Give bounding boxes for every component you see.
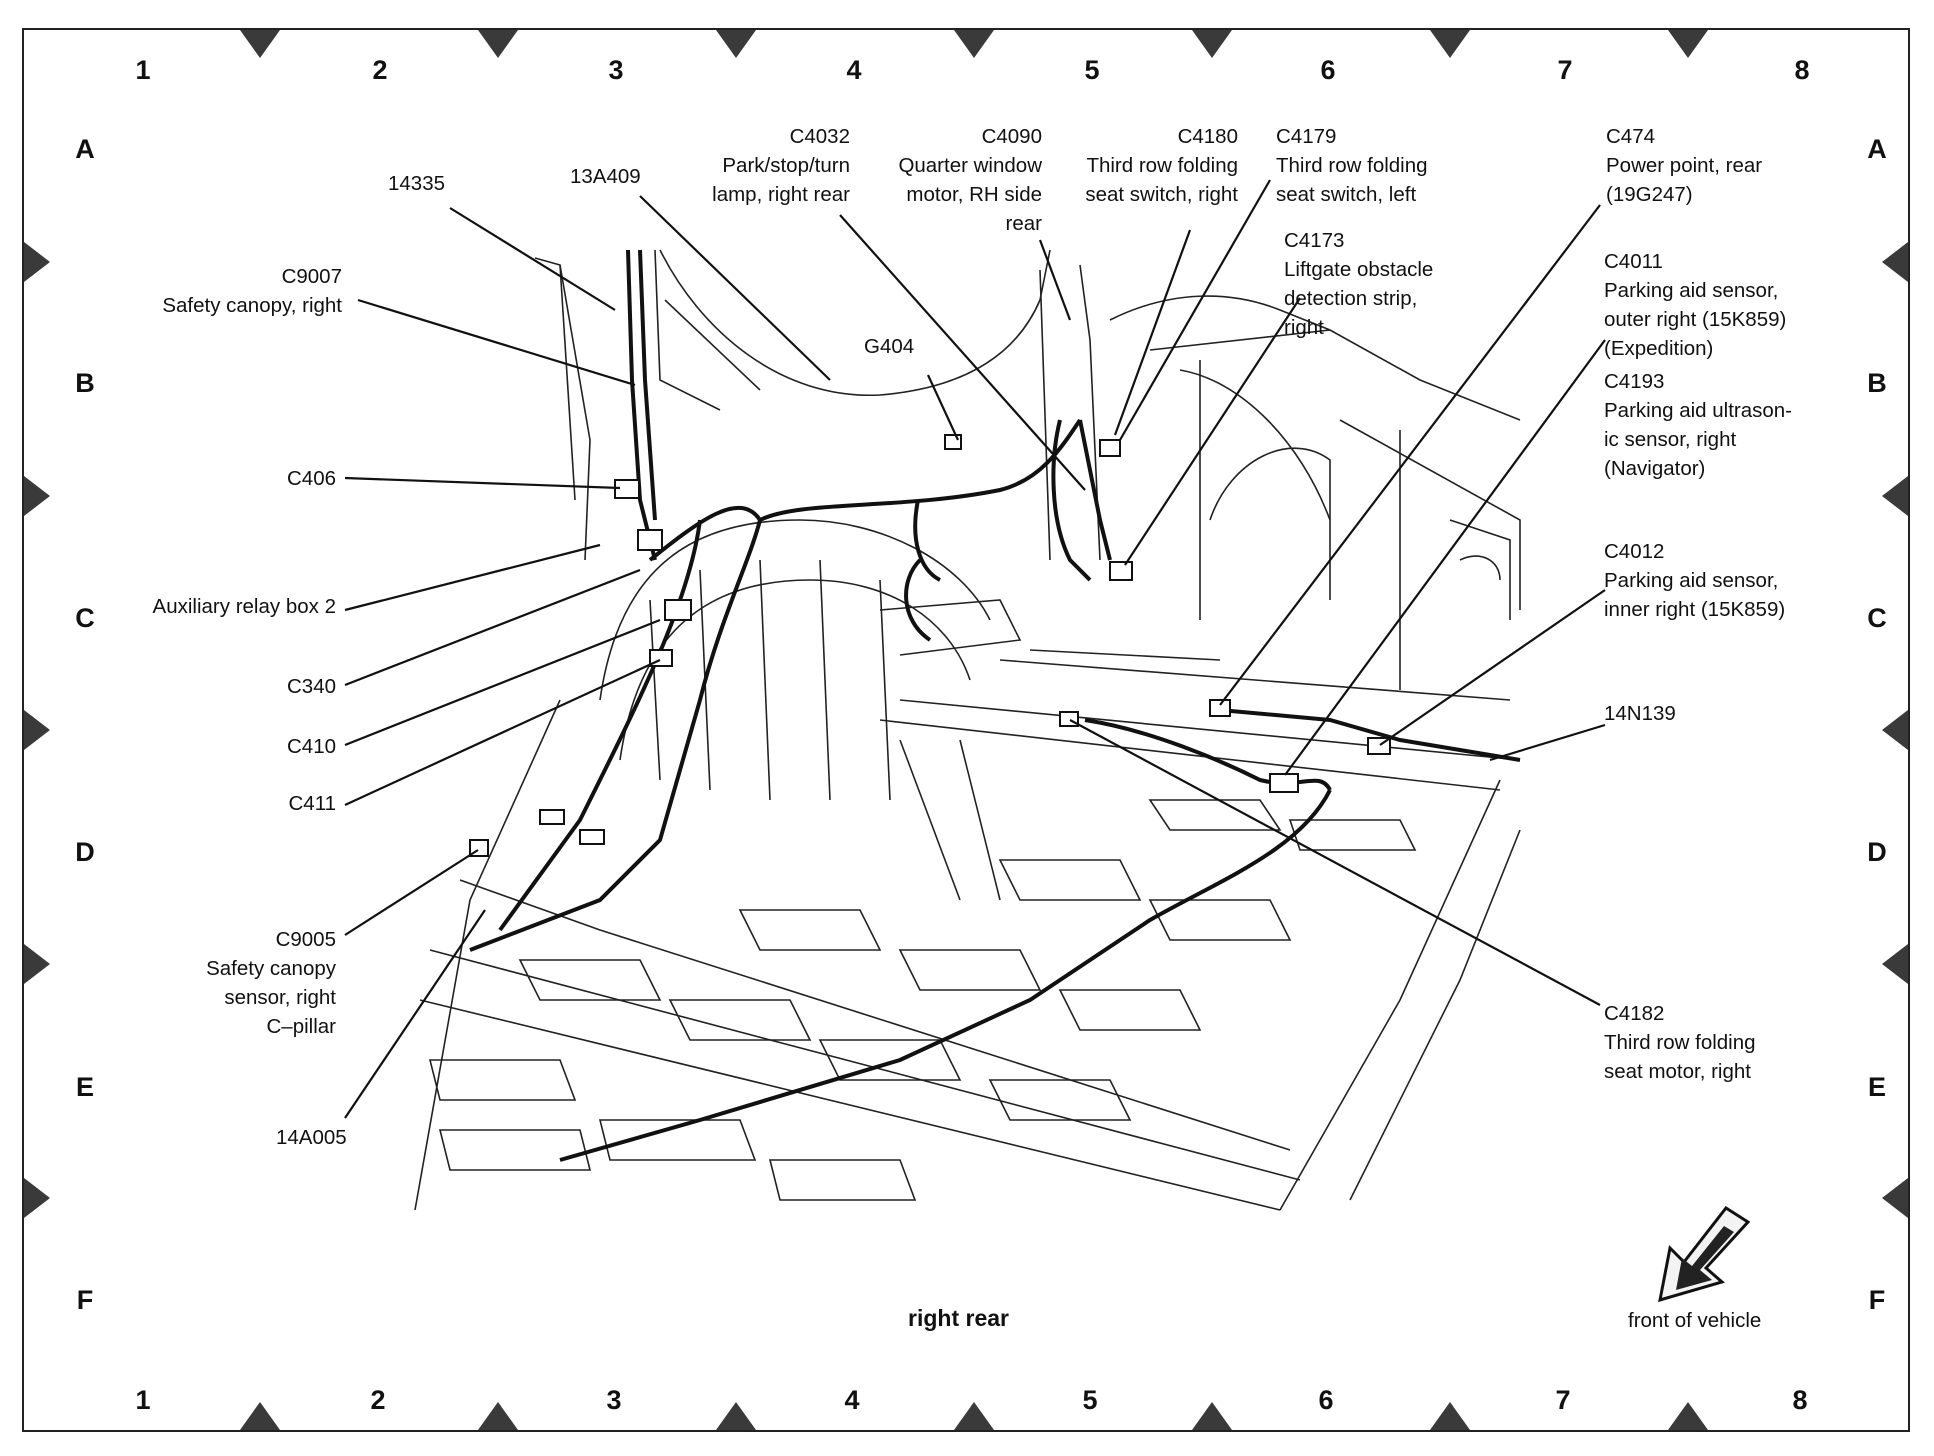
body-structure: [414, 249, 1521, 1211]
ground-g404: [944, 434, 962, 450]
grid-col-5-bottom: 5: [1082, 1385, 1098, 1415]
connector-pair-left: [539, 809, 565, 825]
label-c4090: C4090 Quarter window motor, RH side rear: [898, 125, 1042, 235]
label-auxiliary-relay-box-2: Auxiliary relay box 2: [152, 595, 336, 618]
leader-lines: [344, 179, 1606, 1119]
label-14a005: 14A005: [276, 1126, 347, 1149]
label-c411: C411: [288, 792, 337, 815]
label-13a409: 13A409: [570, 165, 641, 188]
grid-row-b-right: B: [1867, 368, 1887, 398]
grid-col-7: 7: [1557, 55, 1573, 85]
grid-col-4: 4: [846, 55, 862, 85]
connector-c4180: [1099, 439, 1121, 457]
grid-row-e-right: E: [1867, 1072, 1886, 1102]
grid-col-8-bottom: 8: [1792, 1385, 1808, 1415]
grid-col-5: 5: [1084, 55, 1100, 85]
label-c410: C410: [286, 735, 336, 758]
label-c406: C406: [286, 467, 336, 490]
label-c4193: C4193 Parking aid ultrason- ic sensor, r…: [1604, 370, 1793, 480]
label-c4032: C4032 Park/stop/turn lamp, right rear: [712, 125, 850, 206]
grid-col-6-bottom: 6: [1318, 1385, 1334, 1415]
diagram-caption: right rear: [908, 1305, 1009, 1331]
grid-row-d: D: [75, 837, 95, 867]
diagram-frame: [22, 28, 1910, 1432]
grid-col-3-bottom: 3: [606, 1385, 622, 1415]
grid-row-c: C: [75, 603, 95, 633]
connector-c410: [664, 599, 692, 621]
label-c9007: C9007 Safety canopy, right: [162, 265, 342, 317]
label-c4012: C4012 Parking aid sensor, inner right (1…: [1604, 540, 1786, 621]
connector-c4173: [1109, 561, 1133, 581]
grid-col-2-bottom: 2: [370, 1385, 386, 1415]
label-c9005: C9005 Safety canopy sensor, right C–pill…: [206, 928, 336, 1038]
grid-row-c-right: C: [1867, 603, 1887, 633]
grid-row-a-right: A: [1867, 134, 1887, 164]
grid-col-3: 3: [608, 55, 624, 85]
grid-row-f-right: F: [1868, 1285, 1886, 1315]
label-14n139: 14N139: [1604, 702, 1676, 725]
label-c4182: C4182 Third row folding seat motor, righ…: [1604, 1002, 1756, 1083]
grid-row-e: E: [75, 1072, 94, 1102]
grid-col-1: 1: [135, 55, 151, 85]
grid-row-b: B: [75, 368, 95, 398]
label-c4173: C4173 Liftgate obstacle detection strip,…: [1284, 229, 1434, 339]
grid-col-8: 8: [1794, 55, 1810, 85]
connector-c406: [614, 479, 640, 499]
connector-c4011: [1269, 773, 1299, 793]
connector-pair-right: [579, 829, 605, 845]
label-c4011: C4011 Parking aid sensor, outer right (1…: [1604, 250, 1787, 360]
wiring-harness: [469, 249, 1521, 1162]
grid-col-2: 2: [372, 55, 388, 85]
front-of-vehicle-label: front of vehicle: [1628, 1309, 1762, 1332]
grid-col-1-bottom: 1: [135, 1385, 151, 1415]
label-c340: C340: [286, 675, 336, 698]
grid-row-f: F: [76, 1285, 94, 1315]
border-markers: [24, 30, 1908, 1430]
grid-col-7-bottom: 7: [1555, 1385, 1571, 1415]
label-c4179: C4179 Third row folding seat switch, lef…: [1276, 125, 1428, 206]
connector-c340: [637, 529, 663, 551]
connector-blocks: [469, 434, 1391, 857]
front-arrow-icon: [1658, 1206, 1751, 1303]
connector-c474: [1209, 699, 1231, 717]
label-14335: 14335: [388, 172, 446, 195]
label-g404: G404: [864, 335, 915, 358]
label-c474: C474 Power point, rear (19G247): [1606, 125, 1763, 206]
label-c4180: C4180 Third row folding seat switch, rig…: [1085, 125, 1238, 206]
grid-col-4-bottom: 4: [844, 1385, 860, 1415]
grid-row-d-right: D: [1867, 837, 1887, 867]
grid-row-a: A: [75, 134, 95, 164]
grid-col-6: 6: [1320, 55, 1336, 85]
